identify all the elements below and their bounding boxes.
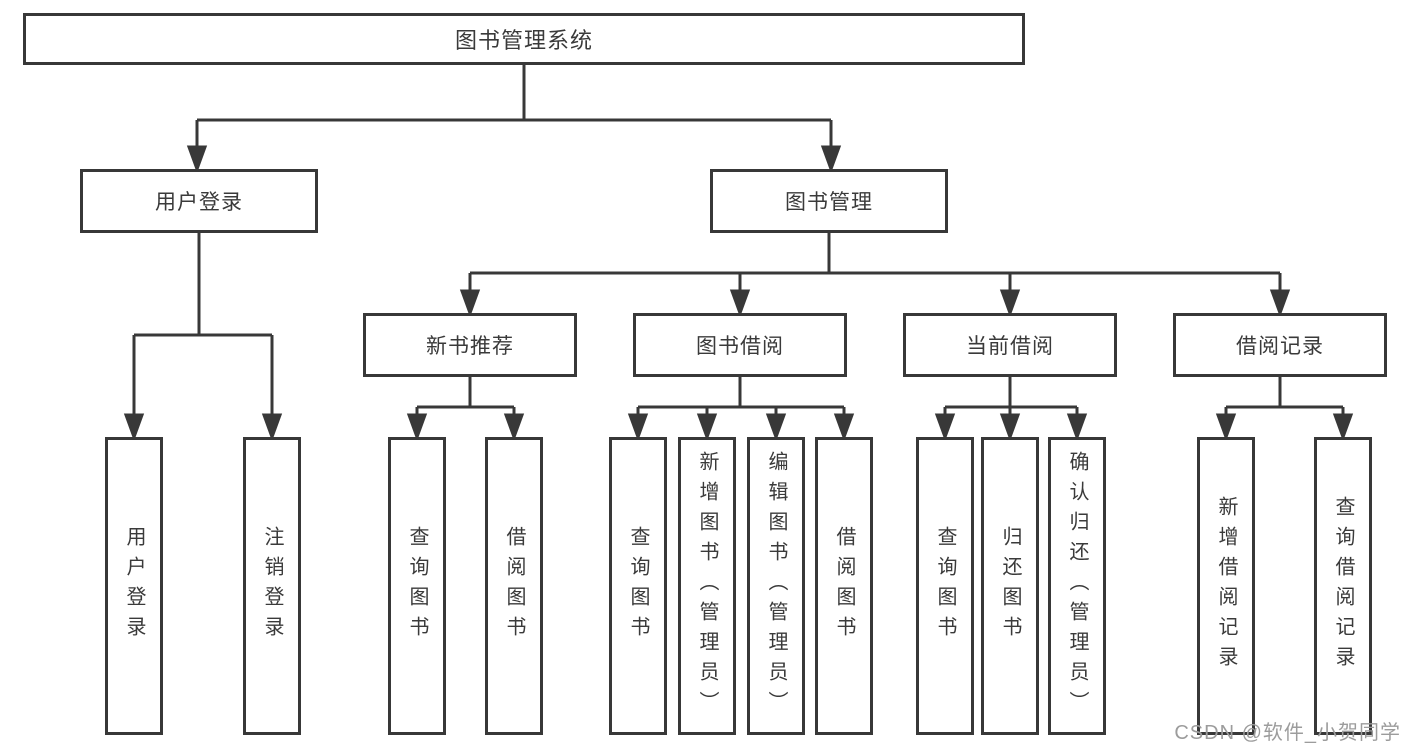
leaf-logout-login: 注销登录 bbox=[243, 437, 301, 735]
leaf-edit-books-admin: 编辑图书（管理员） bbox=[747, 437, 805, 735]
node-label: 图书管理 bbox=[785, 191, 873, 214]
connector-current-borrow-to-leaves bbox=[934, 377, 1088, 442]
arrowhead-icon bbox=[999, 289, 1021, 318]
leaf-label: 查询借阅记录 bbox=[1332, 496, 1354, 676]
connector-root-to-level2 bbox=[186, 65, 842, 174]
arrowhead-icon bbox=[503, 413, 525, 442]
arrowhead-icon bbox=[1332, 413, 1354, 442]
arrowhead-icon bbox=[1269, 289, 1291, 318]
connector-book-borrow-to-leaves bbox=[627, 377, 855, 442]
node-user-login: 用户登录 bbox=[80, 169, 318, 233]
arrowhead-icon bbox=[1215, 413, 1237, 442]
node-book-management: 图书管理 bbox=[710, 169, 948, 233]
arrowhead-icon bbox=[186, 145, 208, 174]
leaf-add-books-admin: 新增图书（管理员） bbox=[678, 437, 736, 735]
leaf-label: 查询图书 bbox=[627, 526, 649, 646]
arrowhead-icon bbox=[820, 145, 842, 174]
arrowhead-icon bbox=[1066, 413, 1088, 442]
arrowhead-icon bbox=[765, 413, 787, 442]
leaf-label: 用户登录 bbox=[123, 526, 145, 646]
leaf-label: 归还图书 bbox=[999, 526, 1021, 646]
arrowhead-icon bbox=[696, 413, 718, 442]
node-book-borrow: 图书借阅 bbox=[633, 313, 847, 377]
leaf-label: 借阅图书 bbox=[503, 526, 525, 646]
node-borrow-records: 借阅记录 bbox=[1173, 313, 1387, 377]
leaf-query-books-recommend: 查询图书 bbox=[388, 437, 446, 735]
arrowhead-icon bbox=[627, 413, 649, 442]
node-new-book-recommend: 新书推荐 bbox=[363, 313, 577, 377]
leaf-label: 新增图书（管理员） bbox=[696, 451, 718, 721]
leaf-label: 注销登录 bbox=[261, 526, 283, 646]
node-label: 用户登录 bbox=[155, 191, 243, 214]
arrowhead-icon bbox=[833, 413, 855, 442]
leaf-user-login: 用户登录 bbox=[105, 437, 163, 735]
leaf-confirm-return-admin: 确认归还（管理员） bbox=[1048, 437, 1106, 735]
csdn-watermark: CSDN @软件_小贺同学 bbox=[1174, 722, 1401, 744]
leaf-label: 查询图书 bbox=[406, 526, 428, 646]
arrowhead-icon bbox=[934, 413, 956, 442]
node-label: 图书借阅 bbox=[696, 335, 784, 358]
arrowhead-icon bbox=[729, 289, 751, 318]
connector-user-login-to-leaves bbox=[123, 233, 283, 442]
node-label: 图书管理系统 bbox=[454, 28, 593, 53]
connector-borrow-records-to-leaves bbox=[1215, 377, 1354, 442]
node-current-borrow: 当前借阅 bbox=[903, 313, 1117, 377]
leaf-query-borrow-record: 查询借阅记录 bbox=[1314, 437, 1372, 735]
leaf-query-books-borrow: 查询图书 bbox=[609, 437, 667, 735]
arrowhead-icon bbox=[406, 413, 428, 442]
connector-book-management-to-level3 bbox=[459, 233, 1291, 318]
leaf-borrow-books-recommend: 借阅图书 bbox=[485, 437, 543, 735]
node-label: 当前借阅 bbox=[966, 335, 1054, 358]
arrowhead-icon bbox=[261, 413, 283, 442]
node-library-management-system: 图书管理系统 bbox=[23, 13, 1025, 65]
leaf-label: 编辑图书（管理员） bbox=[765, 451, 787, 721]
arrowhead-icon bbox=[999, 413, 1021, 442]
leaf-label: 新增借阅记录 bbox=[1215, 496, 1237, 676]
node-label: 借阅记录 bbox=[1236, 335, 1324, 358]
leaf-label: 确认归还（管理员） bbox=[1066, 451, 1088, 721]
leaf-add-borrow-record: 新增借阅记录 bbox=[1197, 437, 1255, 735]
leaf-label: 借阅图书 bbox=[833, 526, 855, 646]
leaf-label: 查询图书 bbox=[934, 526, 956, 646]
connector-new-book-recommend-to-leaves bbox=[406, 377, 525, 442]
leaf-borrow-books: 借阅图书 bbox=[815, 437, 873, 735]
leaf-query-books-current: 查询图书 bbox=[916, 437, 974, 735]
node-label: 新书推荐 bbox=[426, 335, 514, 358]
arrowhead-icon bbox=[123, 413, 145, 442]
arrowhead-icon bbox=[459, 289, 481, 318]
leaf-return-books: 归还图书 bbox=[981, 437, 1039, 735]
